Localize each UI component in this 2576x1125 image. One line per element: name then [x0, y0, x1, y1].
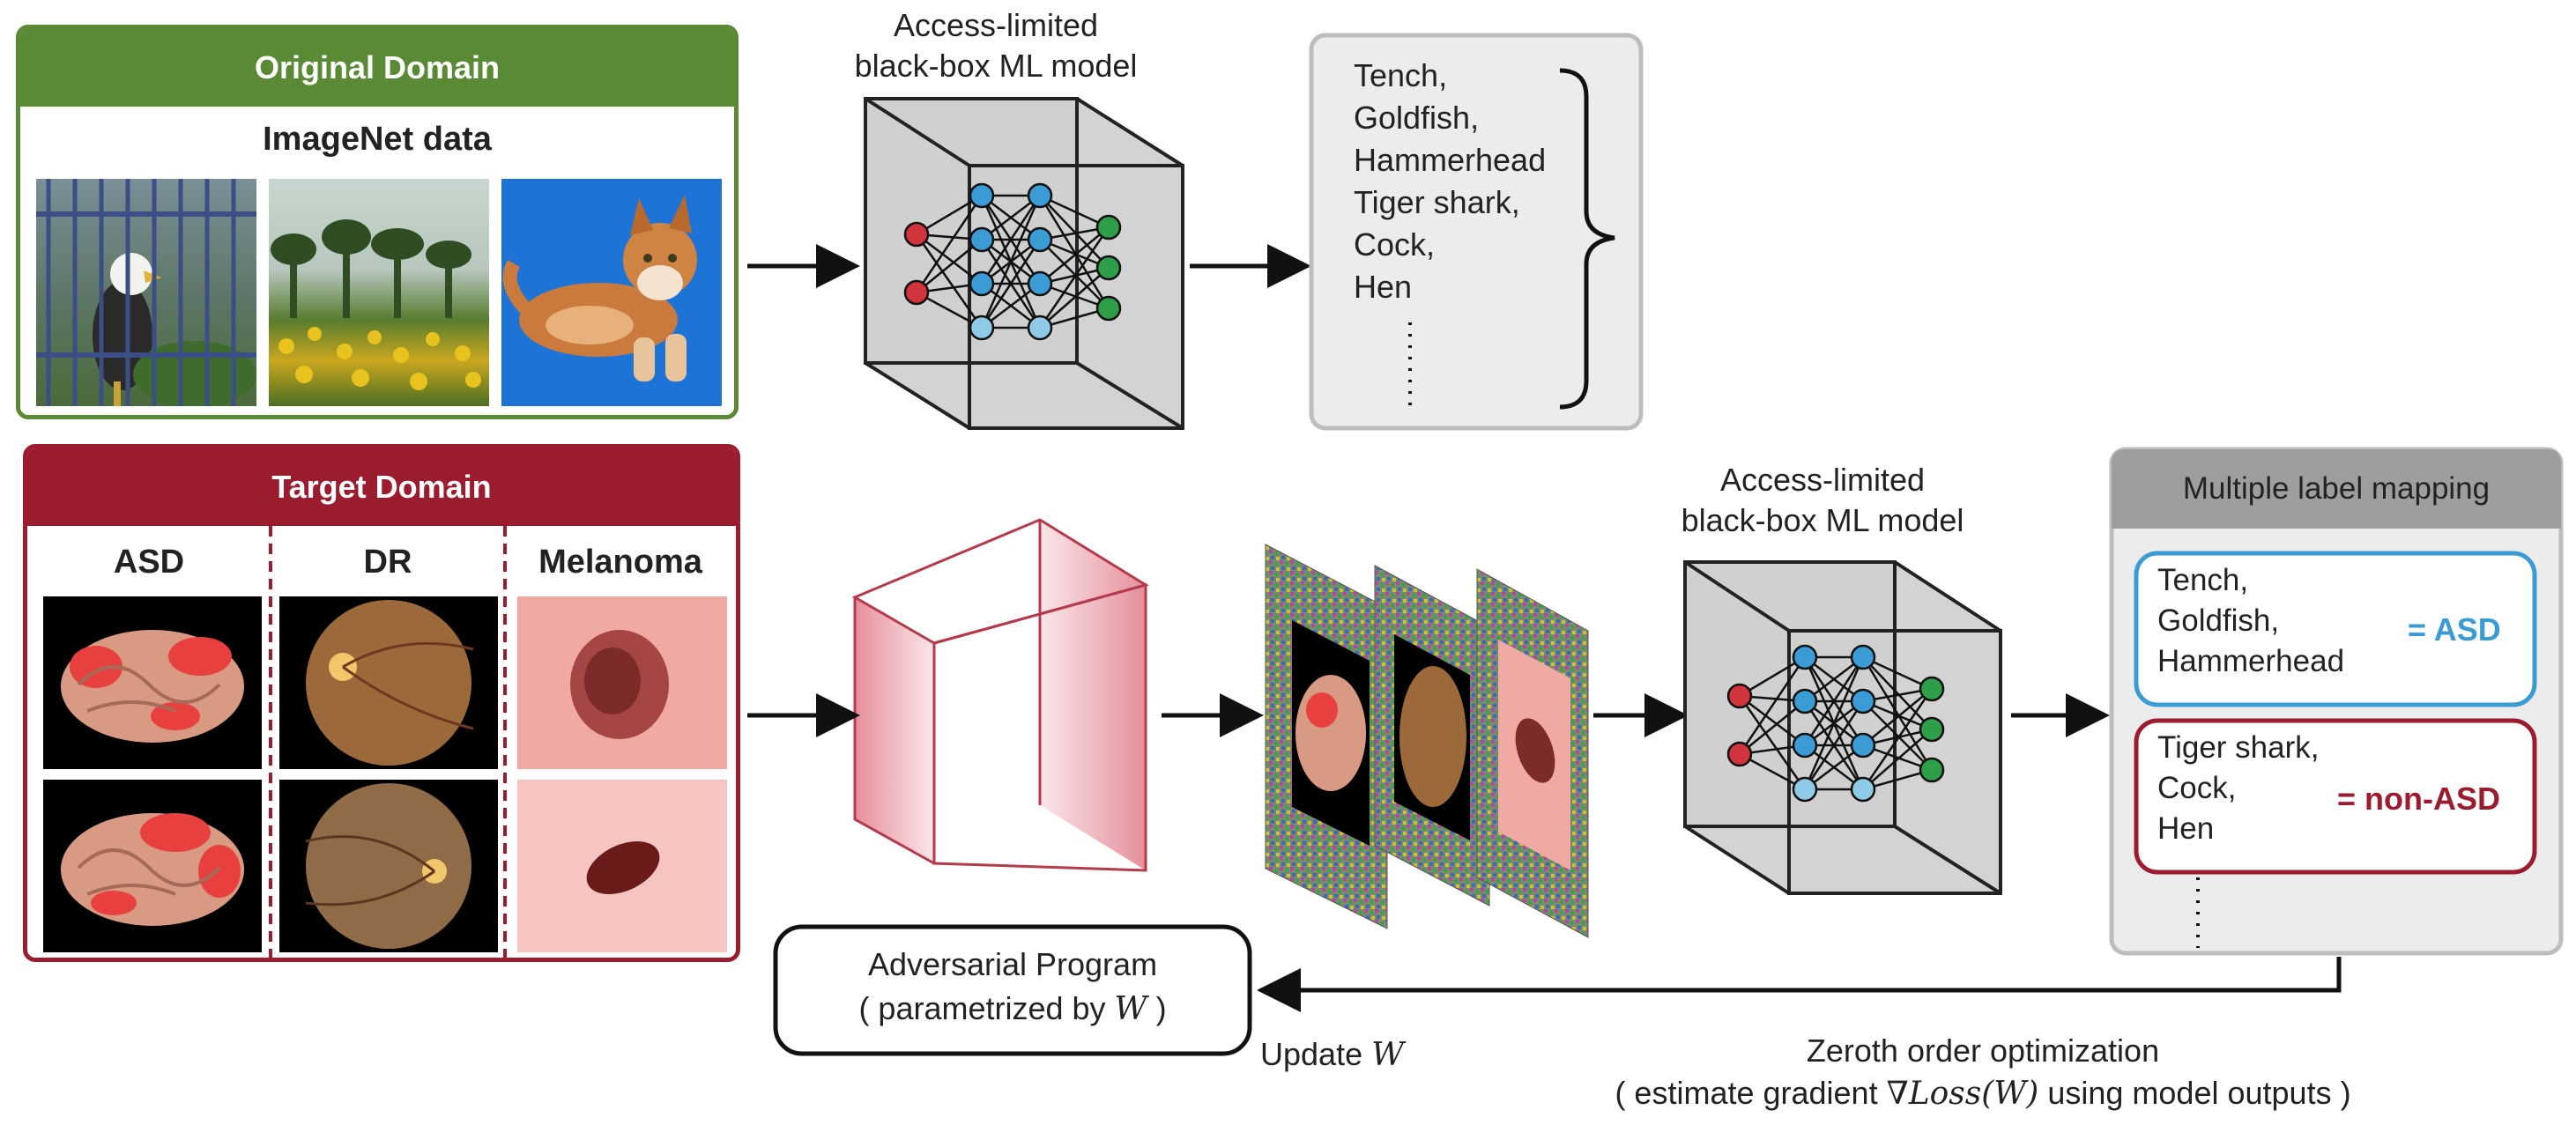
feedback-arrow [1257, 957, 2342, 1012]
imagenet-label-item: Cock, [1354, 226, 1436, 263]
asd-brain-image-2 [43, 780, 262, 952]
column-melanoma-label: Melanoma [538, 544, 702, 581]
dr-retina-image-1 [279, 596, 498, 769]
mapping-label-item: Hen [2157, 811, 2215, 846]
target-domain-title: Target Domain [27, 448, 736, 526]
eagle-illustration [36, 179, 256, 406]
mapping-group-non-asd [2134, 718, 2537, 875]
column-asd-label: ASD [113, 544, 185, 581]
melanoma-image-2 [517, 780, 727, 952]
imagenet-label-item: Hen [1354, 269, 1413, 305]
mapping-result-non-asd: = non-ASD [2337, 781, 2500, 817]
imagenet-data-label: ImageNet data [263, 121, 492, 158]
adversarial-program-param: ( parametrized by W ) [858, 990, 1167, 1027]
imagenet-label-item: Hammerhead [1354, 142, 1547, 178]
imagenet-eagle-image [36, 179, 256, 406]
imagenet-labels-box [1309, 33, 1644, 431]
dr-retina-image-2 [279, 780, 498, 952]
mapping-group-asd-list: Tench, Goldfish, Hammerhead [2157, 560, 2344, 682]
adversarial-program-title: Adversarial Program [867, 946, 1158, 982]
top-model-caption-line2: black-box ML model [854, 48, 1138, 84]
column-dividers [269, 526, 507, 958]
mapping-label-item: Tench, [2157, 563, 2249, 597]
imagenet-sunflower-image [269, 179, 489, 406]
imagenet-label-list: Tench, Goldfish, Hammerhead Tiger shark,… [1354, 55, 1546, 308]
original-domain-title: Original Domain [20, 29, 734, 107]
melanoma-image-1 [517, 596, 727, 769]
zoo-description: ( estimate gradient ∇Loss(W) using model… [1615, 1075, 2351, 1112]
adversarial-program-box [773, 924, 1252, 1056]
mapping-result-asd: = ASD [2408, 611, 2501, 648]
mapping-label-item: Hammerhead [2157, 644, 2345, 678]
adversarial-program-cube [851, 518, 1149, 872]
mapping-group-non-asd-list: Tiger shark, Cock, Hen [2157, 728, 2319, 849]
target-domain-panel: Target Domain ASD DR Melanoma [23, 444, 740, 962]
mapping-label-item: Cock, [2157, 771, 2237, 805]
labels-brace [1559, 68, 1615, 410]
imagenet-label-item: Tench, [1354, 57, 1448, 93]
bottom-neural-net [1726, 644, 1945, 803]
sunflower-illustration [271, 219, 481, 390]
update-w-label: Update W [1260, 1036, 1405, 1073]
column-dr-label: DR [363, 544, 412, 581]
reprogrammed-image-stack [1265, 544, 1589, 938]
mapping-label-item: Goldfish, [2157, 603, 2280, 638]
mapping-group-asd [2134, 551, 2537, 707]
label-mapping-title: Multiple label mapping [2182, 471, 2491, 506]
asd-brain-image-1 [43, 596, 262, 769]
bottom-model-caption-line1: Access-limited [1719, 462, 1926, 498]
top-neural-net [903, 182, 1122, 341]
mapping-label-item: Tiger shark, [2157, 730, 2320, 765]
imagenet-label-item: Goldfish, [1354, 100, 1480, 136]
top-model-caption-line1: Access-limited [893, 7, 1099, 43]
cat-illustration [502, 195, 697, 381]
original-domain-panel: Original Domain ImageNet data [16, 25, 739, 419]
zoo-title: Zeroth order optimization [1806, 1032, 2160, 1069]
bottom-model-cube [1683, 560, 2002, 895]
imagenet-cat-image [501, 179, 722, 406]
imagenet-label-item: Tiger shark, [1354, 184, 1520, 220]
bottom-model-caption-line2: black-box ML model [1681, 502, 1964, 538]
